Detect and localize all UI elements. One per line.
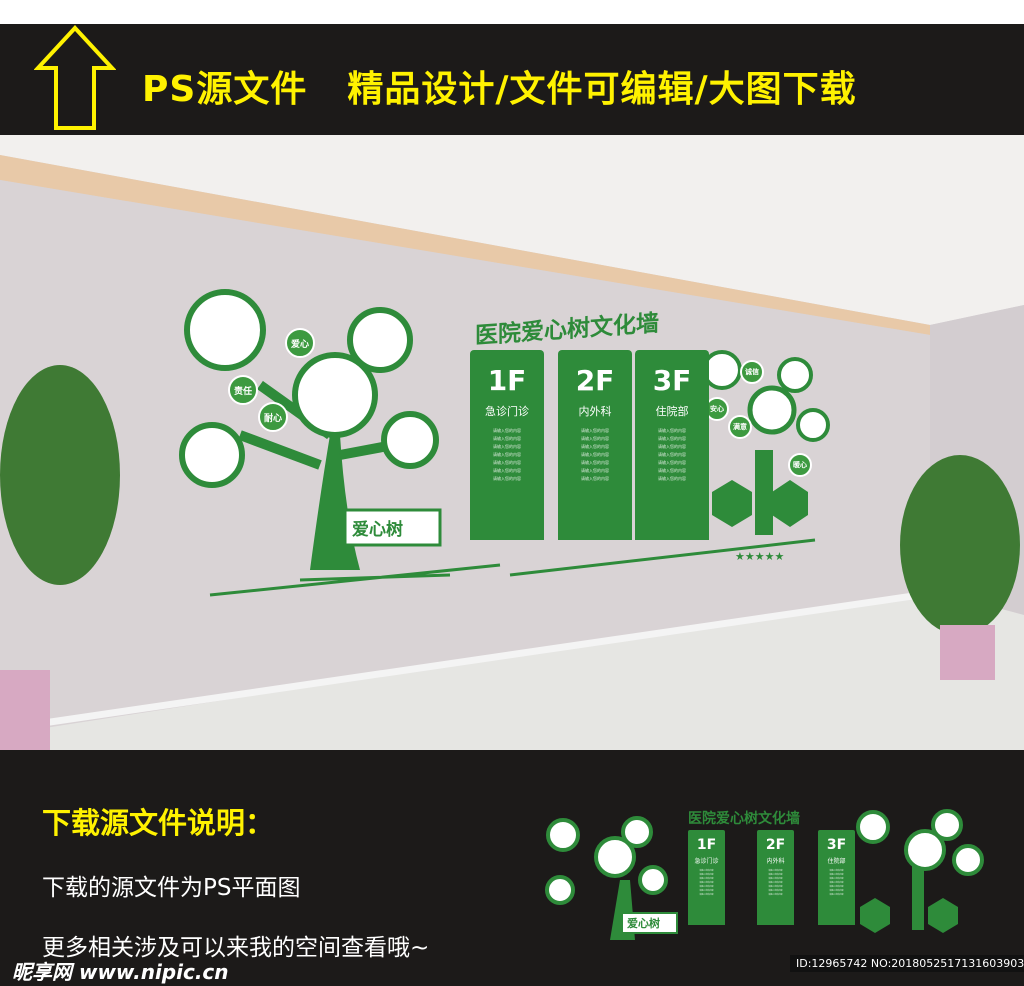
- placeholder-line: 请输入您的内容: [493, 476, 521, 481]
- department-label: 内外科: [578, 405, 612, 418]
- placeholder-line: 请输入您的内容: [768, 874, 783, 876]
- download-note-1: 下载的源文件为PS平面图: [42, 875, 301, 901]
- placeholder-lines: 请输入您的内容请输入您的内容请输入您的内容请输入您的内容请输入您的内容请输入您的…: [470, 427, 544, 483]
- placeholder-line: 请输入您的内容: [581, 436, 609, 441]
- placeholder-line: 请输入您的内容: [829, 882, 844, 884]
- placeholder-line: 请输入您的内容: [658, 436, 686, 441]
- floor-panel-3f: 3F 住院部请输入您的内容请输入您的内容请输入您的内容请输入您的内容请输入您的内容…: [635, 350, 709, 540]
- placeholder-line: 请输入您的内容: [658, 476, 686, 481]
- placeholder-line: 请输入您的内容: [768, 886, 783, 888]
- placeholder-line: 请输入您的内容: [768, 890, 783, 892]
- placeholder-line: 请输入您的内容: [581, 460, 609, 465]
- department-label: 急诊门诊: [694, 858, 719, 865]
- placeholder-line: 请输入您的内容: [768, 882, 783, 884]
- placeholder-line: 请输入您的内容: [699, 894, 714, 896]
- placeholder-line: 请输入您的内容: [829, 886, 844, 888]
- floor-panel-1f: 1F 急诊门诊请输入您的内容请输入您的内容请输入您的内容请输入您的内容请输入您的内…: [470, 350, 544, 540]
- floor-label: 2F: [765, 837, 786, 853]
- download-note-2: 更多相关涉及可以来我的空间查看哦~: [42, 935, 430, 961]
- placeholder-line: 请输入您的内容: [493, 452, 521, 457]
- placeholder-line: 请输入您的内容: [768, 878, 783, 880]
- floor-panel-1f: 1F 急诊门诊请输入您的内容请输入您的内容请输入您的内容请输入您的内容请输入您的内…: [688, 830, 725, 925]
- floor-panel-3f: 3F 住院部请输入您的内容请输入您的内容请输入您的内容请输入您的内容请输入您的内容…: [818, 830, 855, 925]
- department-label: 内外科: [766, 858, 785, 865]
- placeholder-line: 请输入您的内容: [829, 890, 844, 892]
- floor-label: 1F: [487, 364, 527, 397]
- placeholder-line: 请输入您的内容: [658, 460, 686, 465]
- floor-label: 3F: [826, 837, 847, 853]
- placeholder-line: 请输入您的内容: [699, 870, 714, 872]
- placeholder-line: 请输入您的内容: [581, 476, 609, 481]
- department-label: 住院部: [655, 405, 689, 418]
- room-background: ★★★★★: [0, 135, 1024, 750]
- tree-sign: 爱心树: [352, 520, 403, 540]
- room-scene: ★★★★★ 医院爱心树文化墙 爱心 责任 耐心 爱心树 诚信 安心 满意 暖心 …: [0, 135, 1024, 750]
- floor-label: 3F: [652, 364, 692, 397]
- placeholder-line: 请输入您的内容: [581, 444, 609, 449]
- floor-label: 2F: [575, 364, 615, 397]
- placeholder-line: 请输入您的内容: [493, 460, 521, 465]
- right-plant: [900, 455, 1020, 680]
- nipic-watermark: 昵享网 www.nipic.cn: [12, 960, 229, 984]
- placeholder-line: 请输入您的内容: [493, 436, 521, 441]
- download-heading: 下载源文件说明：: [42, 806, 275, 840]
- headline-right: 精品设计/文件可编辑/大图下载: [347, 69, 857, 110]
- left-plant: [0, 365, 120, 750]
- thumbnail-sign: 爱心树: [627, 917, 660, 930]
- department-label: 住院部: [827, 858, 846, 865]
- badge-satisfied: 满意: [728, 415, 752, 439]
- svg-text:★★★★★: ★★★★★: [735, 550, 784, 563]
- placeholder-line: 请输入您的内容: [829, 874, 844, 876]
- placeholder-line: 请输入您的内容: [829, 894, 844, 896]
- placeholder-line: 请输入您的内容: [768, 870, 783, 872]
- placeholder-line: 请输入您的内容: [493, 468, 521, 473]
- image-id: ID:12965742 NO:20180525171316039030: [790, 955, 1024, 972]
- department-label: 急诊门诊: [485, 405, 529, 418]
- floor-label: 1F: [696, 837, 717, 853]
- placeholder-line: 请输入您的内容: [581, 428, 609, 433]
- thumbnail-title: 医院爱心树文化墙: [688, 811, 800, 827]
- placeholder-line: 请输入您的内容: [699, 874, 714, 876]
- placeholder-lines: 请输入您的内容请输入您的内容请输入您的内容请输入您的内容请输入您的内容请输入您的…: [757, 869, 794, 897]
- header-band: [0, 24, 1024, 135]
- placeholder-line: 请输入您的内容: [493, 428, 521, 433]
- placeholder-lines: 请输入您的内容请输入您的内容请输入您的内容请输入您的内容请输入您的内容请输入您的…: [635, 427, 709, 483]
- placeholder-line: 请输入您的内容: [658, 428, 686, 433]
- left-tree: [179, 289, 501, 597]
- placeholder-line: 请输入您的内容: [699, 882, 714, 884]
- placeholder-lines: 请输入您的内容请输入您的内容请输入您的内容请输入您的内容请输入您的内容请输入您的…: [558, 427, 632, 483]
- placeholder-line: 请输入您的内容: [658, 444, 686, 449]
- placeholder-line: 请输入您的内容: [581, 468, 609, 473]
- badge-integrity: 诚信: [740, 360, 764, 384]
- placeholder-line: 请输入您的内容: [699, 890, 714, 892]
- placeholder-line: 请输入您的内容: [829, 870, 844, 872]
- badge-responsibility: 责任: [228, 375, 258, 405]
- top-margin: [0, 0, 1024, 24]
- thumbnail-trees: [545, 809, 984, 940]
- badge-love: 爱心: [285, 328, 315, 358]
- placeholder-line: 请输入您的内容: [581, 452, 609, 457]
- placeholder-lines: 请输入您的内容请输入您的内容请输入您的内容请输入您的内容请输入您的内容请输入您的…: [688, 869, 725, 897]
- placeholder-line: 请输入您的内容: [658, 452, 686, 457]
- headline: PS源文件精品设计/文件可编辑/大图下载: [142, 60, 897, 112]
- placeholder-line: 请输入您的内容: [658, 468, 686, 473]
- placeholder-line: 请输入您的内容: [768, 894, 783, 896]
- floor-panel-2f: 2F 内外科请输入您的内容请输入您的内容请输入您的内容请输入您的内容请输入您的内容…: [558, 350, 632, 540]
- placeholder-line: 请输入您的内容: [493, 444, 521, 449]
- headline-left: PS源文件: [142, 69, 308, 110]
- floor-panel-2f: 2F 内外科请输入您的内容请输入您的内容请输入您的内容请输入您的内容请输入您的内容…: [757, 830, 794, 925]
- placeholder-line: 请输入您的内容: [699, 878, 714, 880]
- badge-warm: 暖心: [788, 453, 812, 477]
- placeholder-line: 请输入您的内容: [699, 886, 714, 888]
- right-tree: ★★★★★: [509, 350, 830, 577]
- badge-patience: 耐心: [258, 402, 288, 432]
- up-arrow-icon: [34, 25, 116, 130]
- placeholder-lines: 请输入您的内容请输入您的内容请输入您的内容请输入您的内容请输入您的内容请输入您的…: [818, 869, 855, 897]
- placeholder-line: 请输入您的内容: [829, 878, 844, 880]
